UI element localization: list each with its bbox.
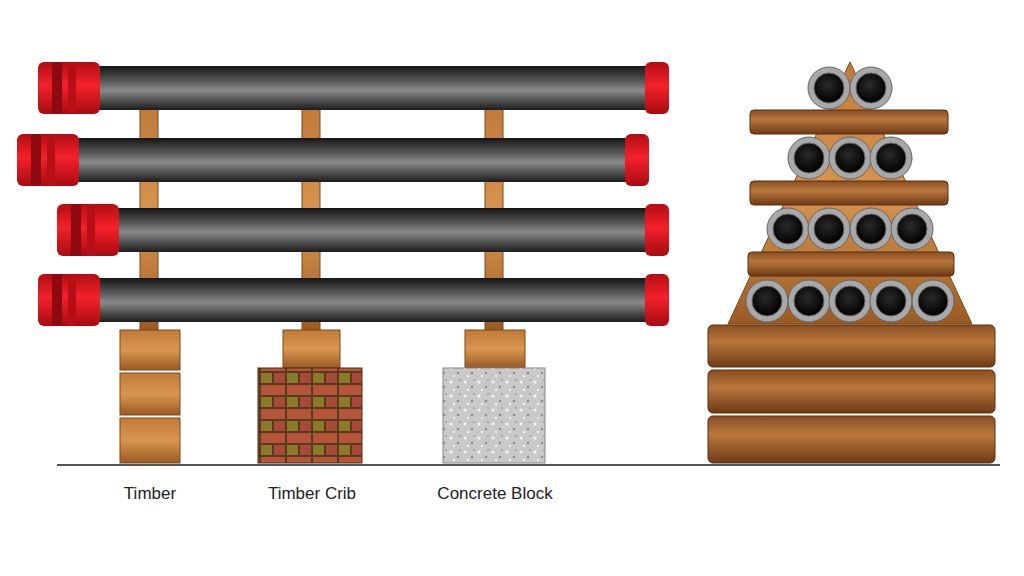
- timber-wedge: [728, 62, 972, 324]
- concrete-block-support: [443, 330, 545, 463]
- timber-block: [283, 330, 340, 368]
- pipe-coupling: [38, 274, 100, 326]
- plank: [750, 181, 948, 205]
- pipe-cap: [645, 274, 669, 326]
- pipe: [38, 274, 669, 326]
- concrete-block: [443, 368, 545, 463]
- ground-line: [57, 464, 1000, 466]
- plank: [748, 252, 954, 276]
- pipe-cap: [645, 204, 669, 256]
- pipe-stack: [17, 62, 669, 326]
- support-label: Timber: [124, 484, 176, 504]
- pipe: [17, 134, 649, 186]
- coupling-band: [52, 62, 62, 114]
- timber-support: [120, 330, 180, 463]
- timber-block: [120, 373, 180, 415]
- coupling-band: [68, 274, 76, 326]
- coupling-band: [68, 62, 76, 114]
- support-label: Timber Crib: [268, 484, 356, 504]
- pipe-cap: [625, 134, 649, 186]
- log: [708, 370, 995, 413]
- coupling-band: [52, 274, 62, 326]
- timber-block: [120, 418, 180, 463]
- timber-crib-support: [258, 330, 362, 463]
- timber-block: [120, 330, 180, 370]
- coupling-band: [71, 204, 81, 256]
- coupling-band: [87, 204, 95, 256]
- timber-block: [465, 330, 525, 368]
- log: [708, 416, 995, 463]
- pipe-cap: [645, 62, 669, 114]
- pyramid-stack: [708, 62, 995, 463]
- pipe-coupling: [17, 134, 79, 186]
- coupling-band: [47, 134, 55, 186]
- pipe-body: [60, 278, 660, 322]
- pipe: [38, 62, 669, 114]
- support-label: Concrete Block: [437, 484, 552, 504]
- pipe-body: [80, 208, 660, 252]
- coupling-band: [31, 134, 41, 186]
- pipe-ends: [746, 67, 954, 322]
- pipe-body: [60, 66, 660, 110]
- pipe-coupling: [57, 204, 119, 256]
- log: [708, 325, 995, 367]
- pipe-coupling: [38, 62, 100, 114]
- pipe-body: [40, 138, 640, 182]
- plank: [750, 110, 948, 134]
- pipe: [57, 204, 669, 256]
- timber-crib: [258, 368, 362, 463]
